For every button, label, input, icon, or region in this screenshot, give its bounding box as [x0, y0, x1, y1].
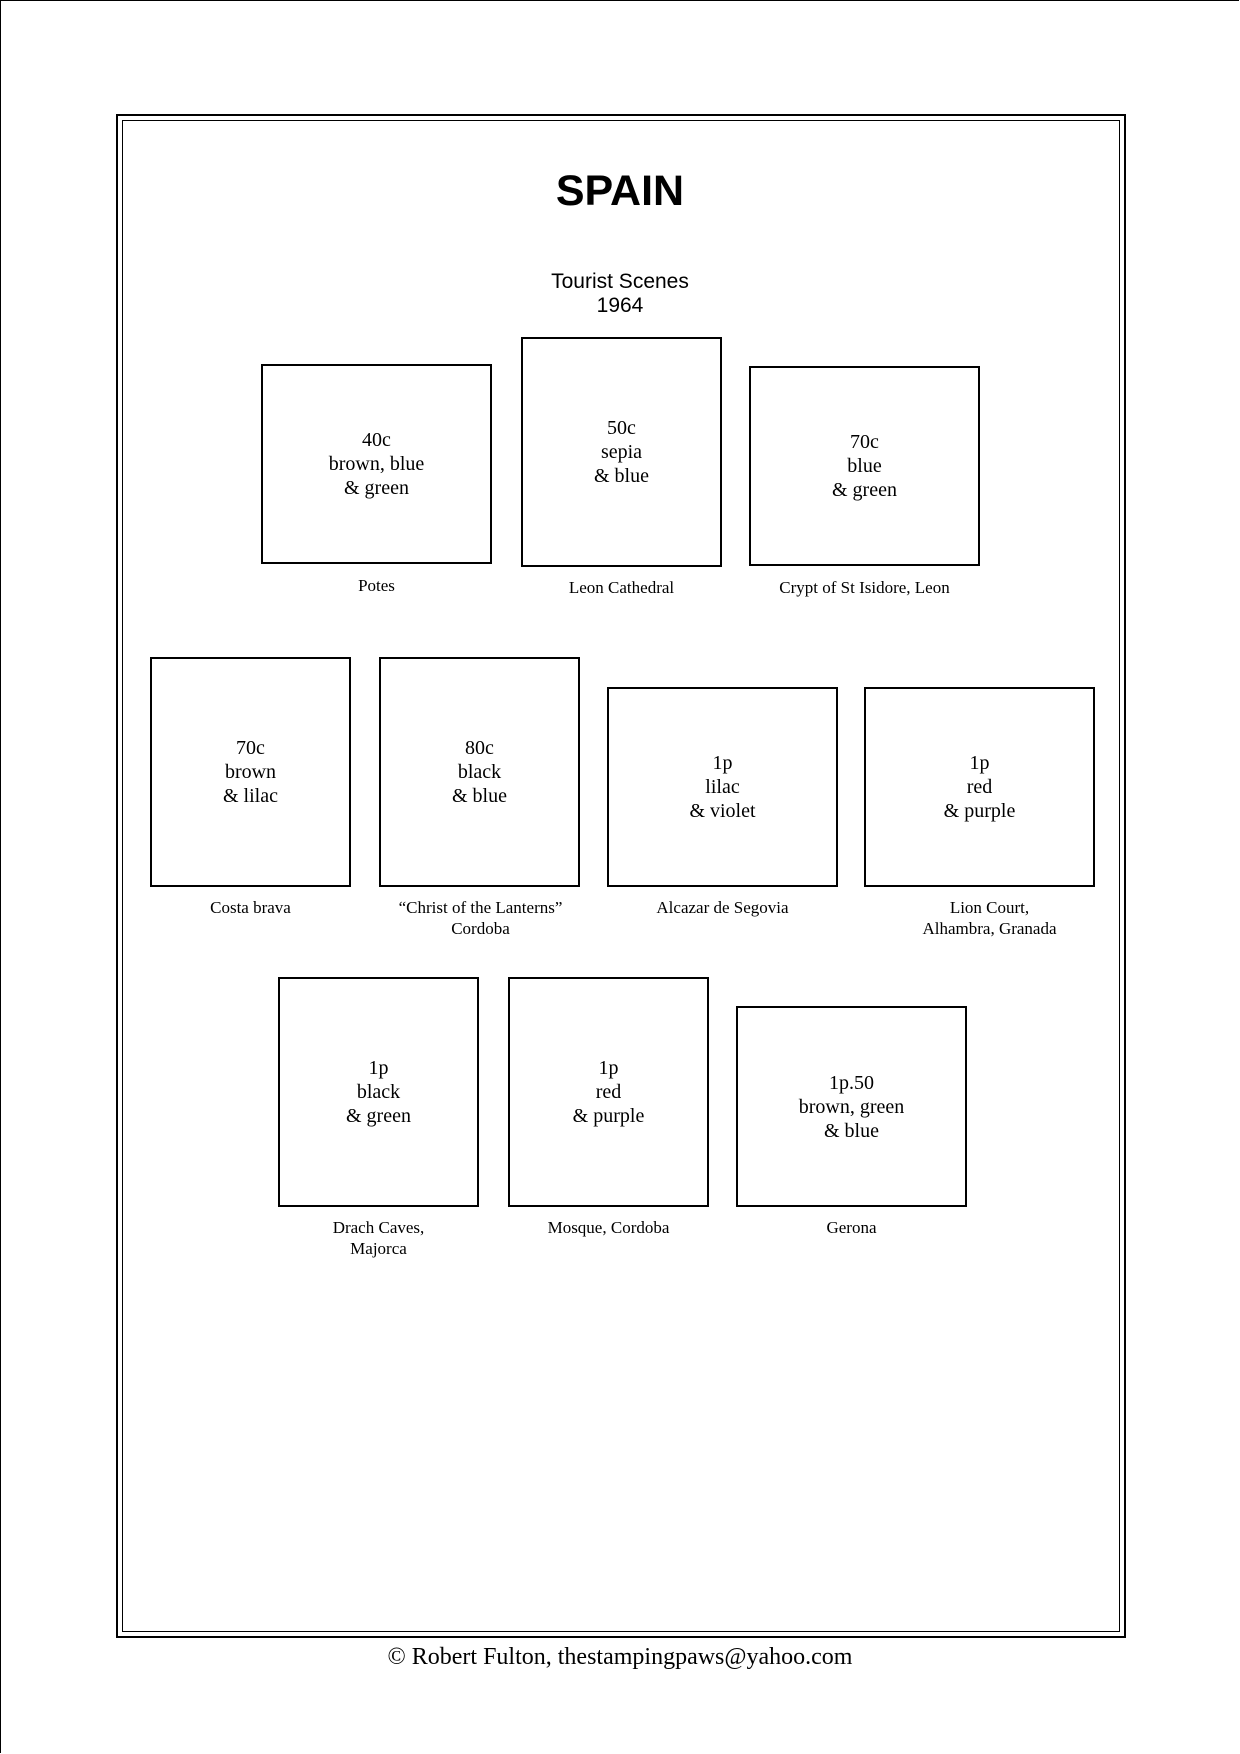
stamp-color-line: brown, green [798, 1095, 905, 1118]
stamp-color-line: red [966, 776, 993, 798]
page-title: SPAIN [555, 167, 685, 215]
stamp-color-line: & green [346, 1105, 411, 1127]
stamp-box: 1p.50 brown, green & blue [736, 1006, 967, 1207]
stamp-denomination: 1p.50 [829, 1071, 874, 1094]
stamp-caption: Alcazar de Segovia [582, 897, 863, 918]
stamp-box: 1p red & purple [864, 687, 1095, 887]
stamp-color-line: & green [832, 479, 897, 501]
stamp-box: 40c brown, blue & green [261, 364, 492, 564]
set-title: Tourist Scenes [551, 270, 689, 293]
stamp-color-line: black [356, 1081, 401, 1103]
stamp-denomination: 70c [850, 431, 879, 453]
stamp-denomination: 70c [236, 737, 265, 759]
stamp-color-line: & blue [594, 465, 649, 487]
stamp-caption-line: Alcazar de Segovia [656, 898, 789, 917]
stamp-color-line: & purple [572, 1105, 645, 1127]
stamp-denomination: 40c [362, 429, 391, 451]
stamp-color-line: lilac [705, 776, 740, 798]
stamp-box: 1p lilac & violet [607, 687, 838, 887]
stamp-caption-line: Majorca [350, 1239, 407, 1258]
stamp-color-line: & blue [452, 785, 507, 807]
stamp-box: 1p red & purple [508, 977, 709, 1207]
stamp-caption: Lion Court, Alhambra, Granada [874, 897, 1105, 939]
set-year: 1964 [596, 294, 644, 317]
stamp-caption-line: Crypt of St Isidore, Leon [779, 578, 950, 597]
stamp-caption: Potes [226, 575, 527, 596]
page-border-inner [122, 120, 1120, 1632]
stamp-color-line: & blue [824, 1119, 879, 1142]
stamp-denomination: 1p [368, 1057, 389, 1079]
stamp-color-line: & violet [689, 800, 756, 822]
copyright-footer: © Robert Fulton, thestampingpaws@yahoo.c… [387, 1644, 853, 1670]
stamp-caption: Crypt of St Isidore, Leon [714, 577, 1015, 598]
stamp-caption-line: Lion Court, [949, 898, 1030, 917]
stamp-box: 80c black & blue [379, 657, 580, 887]
stamp-color-line: brown, blue [328, 453, 425, 475]
stamp-caption: Gerona [726, 1217, 977, 1238]
stamp-denomination: 1p [598, 1057, 619, 1079]
stamp-denomination: 1p [969, 752, 990, 774]
stamp-box: 70c brown & lilac [150, 657, 351, 887]
stamp-caption-line: Costa brava [210, 898, 291, 917]
stamp-color-line: red [595, 1081, 622, 1103]
stamp-caption-line: “Christ of the Lanterns” [398, 898, 563, 917]
stamp-caption-line: Mosque, Cordoba [547, 1218, 670, 1237]
stamp-color-line: & green [344, 477, 409, 499]
stamp-caption-line: Leon Cathedral [568, 578, 675, 597]
stamp-color-line: black [457, 761, 502, 783]
stamp-box: 70c blue & green [749, 366, 980, 566]
stamp-denomination: 50c [607, 417, 636, 439]
stamp-denomination: 80c [465, 737, 494, 759]
stamp-caption-line: Drach Caves, [332, 1218, 425, 1237]
stamp-color-line: sepia [600, 441, 643, 463]
stamp-color-line: brown [224, 761, 277, 783]
stamp-caption: Mosque, Cordoba [483, 1217, 734, 1238]
stamp-caption-line: Gerona [826, 1218, 877, 1237]
stamp-caption: Leon Cathedral [471, 577, 772, 598]
stamp-color-line: & purple [943, 800, 1016, 822]
stamp-color-line: & lilac [223, 785, 278, 807]
stamp-caption-line: Potes [358, 576, 395, 595]
page-border-outer [116, 114, 1126, 1638]
stamp-caption: Drach Caves, Majorca [253, 1217, 504, 1259]
stamp-caption-line: Alhambra, Granada [922, 919, 1057, 938]
stamp-caption: Costa brava [125, 897, 376, 918]
stamp-denomination: 1p [712, 752, 733, 774]
stamp-caption-line: Cordoba [451, 919, 510, 938]
stamp-color-line: blue [847, 455, 882, 477]
stamp-box: 50c sepia & blue [521, 337, 722, 567]
stamp-caption: “Christ of the Lanterns” Cordoba [340, 897, 621, 939]
set-heading: Tourist Scenes 1964 [0, 270, 1240, 318]
stamp-box: 1p black & green [278, 977, 479, 1207]
